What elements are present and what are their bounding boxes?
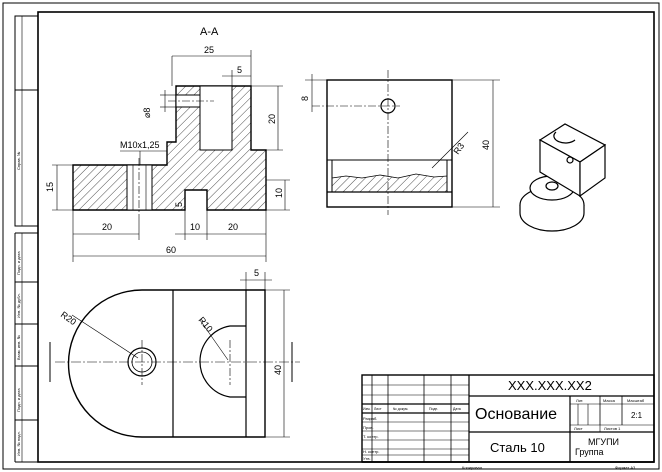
dim-slot-5: 5 [174, 202, 184, 207]
tb-sheet: Лист [574, 426, 583, 431]
dim-overall-60: 60 [166, 245, 176, 255]
tb-org-2: Группа [575, 447, 604, 457]
tb-col-doc: № докум. [393, 407, 408, 411]
tb-col-scale: Масштаб [627, 398, 645, 403]
plan-view: 5 R20 R10 40 [49, 268, 300, 438]
dim-bottom-10: 10 [190, 222, 200, 232]
strip-sprav: Справ. № [16, 152, 21, 170]
tb-col-izm: Изм. [363, 407, 371, 411]
tb-col-mass: Масса [603, 398, 616, 403]
tb-format: Формат A3 [615, 465, 636, 470]
dim-5-top: 5 [237, 65, 242, 75]
tb-col-list: Лист [374, 407, 382, 411]
strip-podp-data-1: Подп. и дата [16, 251, 21, 275]
section-label: А-А [200, 26, 219, 38]
dim-25: 25 [204, 45, 214, 55]
dim-bottom-20-right: 20 [228, 222, 238, 232]
plan-dim-40: 40 [273, 365, 283, 375]
tb-col-date: Дата [453, 407, 461, 411]
plan-dim-5: 5 [254, 268, 259, 278]
tb-material: Сталь 10 [490, 440, 545, 455]
isometric-view [519, 123, 607, 232]
left-strip: Справ. № Подп. и дата Инв. № дубл. Взам.… [14, 15, 39, 463]
dim-thread: M10x1,25 [120, 140, 160, 150]
tb-scale: 2:1 [631, 411, 643, 420]
strip-podp-data-2: Подп. и дата [16, 388, 21, 412]
dim-10-right: 10 [274, 188, 284, 198]
tb-name: Основание [475, 406, 557, 423]
side-view: 8 40 R3 [300, 70, 500, 215]
strip-vzam-inv: Взам. инв. № [16, 335, 21, 360]
title-block: XXX.XXX.XX2 Основание Сталь 10 МГУПИ Гру… [361, 374, 655, 470]
side-dim-8: 8 [300, 96, 310, 101]
tb-row-utv: Утв. [363, 456, 371, 461]
section-view: А-А 25 5 ⌀8 20 M10x1,25 15 [45, 26, 290, 262]
strip-inv-dubl: Инв. № дубл. [16, 293, 21, 318]
inner-frame [37, 11, 655, 463]
dim-bottom-20-left: 20 [102, 222, 112, 232]
tb-row-prov: Пров. [363, 425, 374, 430]
tb-org-1: МГУПИ [588, 437, 619, 447]
dim-20-right: 20 [267, 114, 277, 124]
side-dim-r3: R3 [451, 141, 466, 156]
tb-col-lit: Лит. [576, 398, 583, 403]
side-dim-40: 40 [481, 140, 491, 150]
tb-row-razrab: Разраб. [363, 416, 377, 421]
dim-15: 15 [45, 182, 55, 192]
plan-dim-r10: R10 [196, 315, 214, 334]
tb-col-sign: Подп. [429, 407, 438, 411]
tb-sheets: Листов 1 [604, 426, 621, 431]
tb-copied: Копировал [462, 465, 483, 470]
strip-inv-podl: Инв. № подл. [16, 431, 21, 456]
tb-row-tkontr: Т. контр. [363, 434, 379, 439]
tb-row-nkontr: Н. контр. [363, 449, 380, 454]
plan-dim-r20: R20 [59, 309, 78, 327]
dim-dia-8: ⌀8 [142, 108, 152, 118]
tb-designation: XXX.XXX.XX2 [508, 378, 592, 393]
